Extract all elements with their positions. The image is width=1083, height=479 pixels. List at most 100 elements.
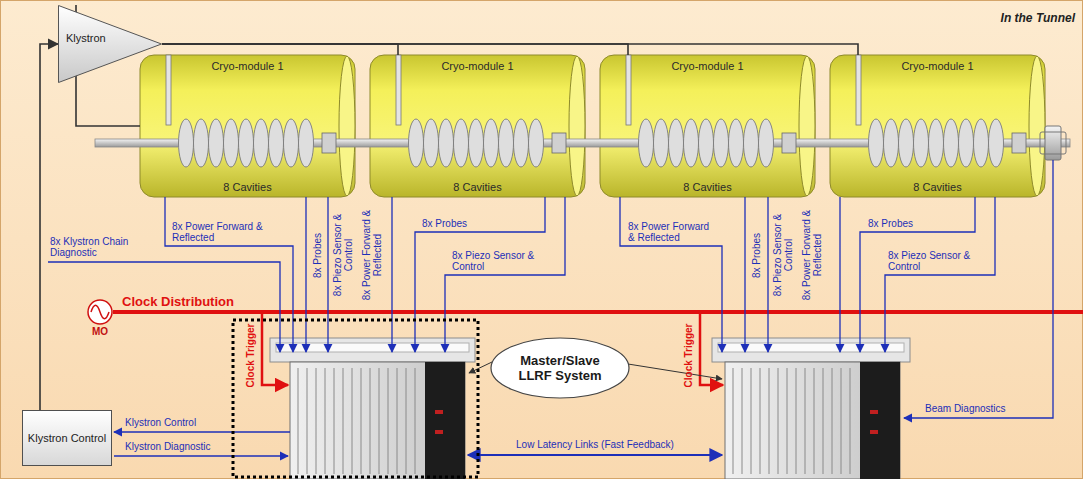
beam-diagnostics-line [904, 160, 1053, 418]
cavity-cell [454, 119, 469, 167]
probe-block [322, 133, 336, 153]
node-label: MO [84, 326, 116, 337]
cavity-cell [989, 119, 1004, 167]
ellipse-shape [491, 338, 629, 398]
crate-led [435, 430, 443, 434]
probe-block [1012, 133, 1026, 153]
signal-label: 8x Power Forward & Reflected [801, 205, 823, 305]
cylinder-end [799, 56, 815, 196]
cavity-cell [254, 119, 269, 167]
clock-trigger-line [700, 314, 723, 385]
card-slot [832, 368, 833, 474]
signal-label: Klystron Control [125, 417, 225, 428]
cavity-cell [529, 119, 544, 167]
leader-line [628, 364, 722, 379]
cavity-cell [759, 119, 774, 167]
card-slot [823, 368, 824, 474]
cavity-cell [514, 119, 529, 167]
clock-trigger-label: Clock Trigger [245, 315, 256, 395]
module-title: Cryo-module 1 [211, 60, 283, 72]
signal-label: 8x Probes [312, 205, 323, 305]
cavity-cell [974, 119, 989, 167]
cavity-cell [729, 119, 744, 167]
cavity-cell [869, 119, 884, 167]
signal-line [391, 197, 392, 352]
cavity-count: 8 Cavities [223, 181, 271, 193]
card-slot [850, 368, 851, 474]
link-label: Low Latency Links (Fast Feedback) [495, 439, 695, 450]
triangle-shape [59, 6, 162, 83]
crate-side-panel [860, 362, 900, 479]
probe-block [552, 133, 566, 153]
crate-led [435, 410, 443, 414]
region-label: In the Tunnel [960, 13, 1075, 24]
signal-label: 8x Probes [868, 218, 948, 229]
klystron-triangle: Klystron [58, 5, 162, 83]
cryomodule-cylinder [140, 55, 355, 197]
cylinder-end [569, 56, 585, 196]
card-slot [352, 368, 353, 474]
cavity-count: 8 Cavities [453, 181, 501, 193]
signal-label: 8x Power Forward & Reflected [172, 221, 284, 243]
beam-monitor [1045, 126, 1061, 160]
signal-label: Beam Diagnostics [925, 403, 1035, 414]
card-slot [379, 368, 380, 474]
sine-wave [91, 305, 109, 319]
signal-label: 8x Piezo Sensor & Control [332, 205, 354, 305]
control-arrow [40, 44, 58, 410]
cavity-cell [424, 119, 439, 167]
leader-line [469, 362, 492, 373]
cavity-cell [684, 119, 699, 167]
waveguide-line [162, 44, 628, 55]
signal-line [839, 197, 840, 352]
triangle-outline [58, 5, 162, 83]
cryomodule: Cryo-module 1 8 Cavities [830, 55, 1045, 197]
cryomodule-cylinder [600, 55, 815, 197]
signal-label: 8x Power Forward & Reflected [628, 221, 718, 243]
signal-line [165, 197, 293, 352]
card-slot [760, 368, 761, 474]
clock-trigger-label: Clock Trigger [683, 315, 694, 395]
cavity-cell [714, 119, 729, 167]
card-slot [334, 368, 335, 474]
card-slot [370, 368, 371, 474]
cavity-cell [409, 119, 424, 167]
cryomodule: Cryo-module 18 Cavities [600, 55, 815, 197]
cylinder-end [1029, 56, 1045, 196]
signal-line [620, 197, 722, 352]
cryomodule-cylinder [370, 55, 585, 197]
card-slot [742, 368, 743, 474]
cavity-count: 8 Cavities [913, 181, 961, 193]
power-coupler [396, 55, 401, 125]
power-coupler [856, 55, 861, 125]
cavity-cell [239, 119, 254, 167]
cavity-cell [959, 119, 974, 167]
cable-tray [712, 338, 910, 362]
card-slot [406, 368, 407, 474]
signal-line [305, 197, 306, 352]
cavity-cell [224, 119, 239, 167]
cryomodule-cylinder [830, 55, 1045, 197]
card-slot [733, 368, 734, 474]
signal-label: 8x Probes [422, 218, 502, 229]
cavity-cell [899, 119, 914, 167]
klystron-diagnostic-line [114, 455, 288, 456]
power-coupler [166, 55, 171, 125]
cavity-cell [929, 119, 944, 167]
cavity-cell [884, 119, 899, 167]
cavity-cell [654, 119, 669, 167]
signal-label: 8x Piezo Sensor & Control [772, 205, 794, 305]
node-label: Master/Slave LLRF System [504, 353, 616, 383]
system-ellipse: Master/Slave LLRF System [490, 337, 630, 399]
clock-trigger-line [262, 314, 288, 385]
beam-monitor-flange [1040, 132, 1066, 154]
module-title: Cryo-module 1 [901, 60, 973, 72]
highlight-frame [233, 320, 478, 477]
tray-inner [276, 343, 469, 352]
module-title: Cryo-module 1 [441, 60, 513, 72]
cavity-cell [194, 119, 209, 167]
cavity-cell [499, 119, 514, 167]
oscillator-circle [88, 300, 112, 324]
cavity-cell [699, 119, 714, 167]
